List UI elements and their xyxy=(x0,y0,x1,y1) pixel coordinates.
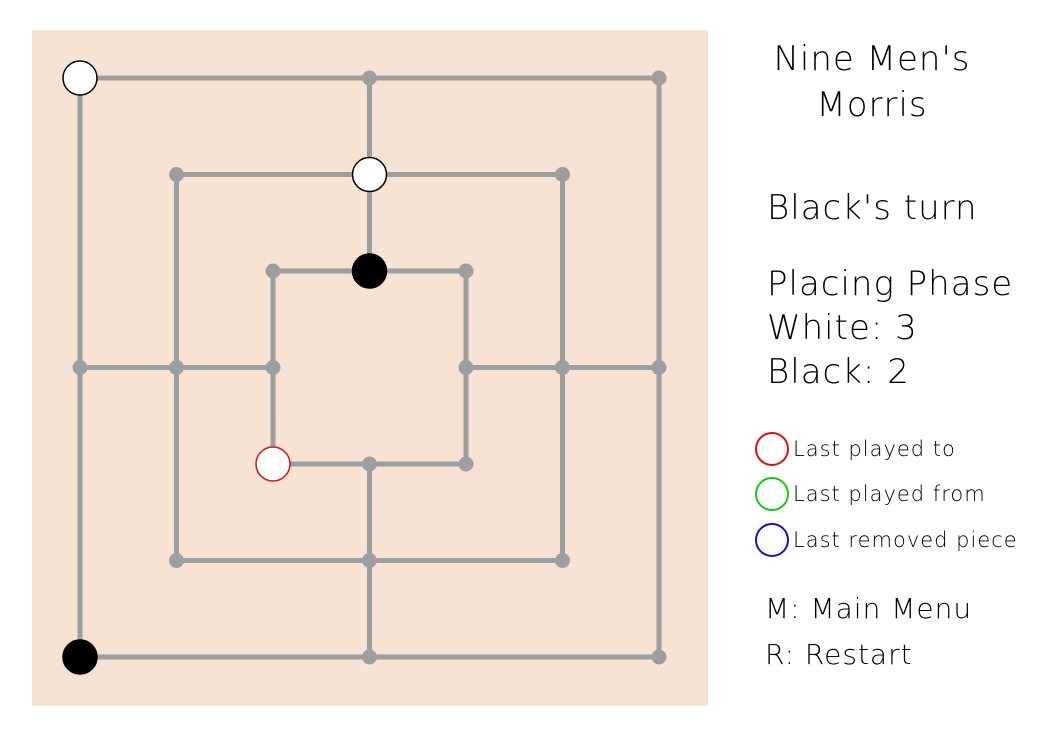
black-piece-d5[interactable] xyxy=(351,253,388,289)
board-point-c5[interactable] xyxy=(265,263,281,279)
board-point-d3[interactable] xyxy=(362,456,377,472)
board-point-b6[interactable] xyxy=(169,167,184,182)
restart-hint[interactable]: R: Restart xyxy=(765,638,913,671)
board-pieces[interactable] xyxy=(62,60,388,675)
board-point-e4[interactable] xyxy=(458,360,474,375)
board-point-e3[interactable] xyxy=(458,456,474,472)
board-point-c4[interactable] xyxy=(265,360,281,375)
board-point-e5[interactable] xyxy=(458,263,474,279)
board-point-g4[interactable] xyxy=(651,360,667,375)
board-point-f2[interactable] xyxy=(555,553,570,568)
legend-last-removed-piece: Last removed piece xyxy=(755,520,1018,560)
turn-indicator: Black's turn xyxy=(767,188,978,228)
red-ring-icon xyxy=(755,432,789,466)
title-line-1: Nine Men's xyxy=(773,39,971,79)
green-ring-icon xyxy=(755,477,789,511)
board-point-g1[interactable] xyxy=(651,649,667,665)
board-point-d7[interactable] xyxy=(362,70,377,86)
game-board xyxy=(32,30,708,706)
board-point-b4[interactable] xyxy=(169,360,184,375)
legend-label: Last played to xyxy=(793,437,956,461)
black-piece-a1[interactable] xyxy=(62,639,98,675)
blue-ring-icon xyxy=(755,523,789,557)
board-point-f6[interactable] xyxy=(555,167,570,182)
board-point-b2[interactable] xyxy=(169,553,184,568)
board-point-g7[interactable] xyxy=(651,70,667,86)
board-point-f4[interactable] xyxy=(555,360,570,375)
board-svg xyxy=(32,30,708,706)
white-piece-c3[interactable] xyxy=(255,446,291,482)
legend-label: Last played from xyxy=(793,482,986,506)
white-count: White: 3 xyxy=(767,308,918,348)
white-piece-d6[interactable] xyxy=(351,156,388,193)
title-line-2: Morris xyxy=(816,85,928,125)
main-menu-hint[interactable]: M: Main Menu xyxy=(765,592,973,625)
board-point-d1[interactable] xyxy=(362,649,377,665)
phase-panel: Placing Phase White: 3 Black: 2 xyxy=(767,262,1013,394)
black-count: Black: 2 xyxy=(767,352,910,392)
white-piece-a7[interactable] xyxy=(62,60,98,96)
game-title: Nine Men's Morris xyxy=(767,36,977,128)
legend-last-played-to: Last played to xyxy=(755,429,956,469)
phase-label: Placing Phase xyxy=(767,264,1014,304)
legend-last-played-from: Last played from xyxy=(755,474,986,514)
board-point-d2[interactable] xyxy=(362,553,377,568)
board-point-a4[interactable] xyxy=(72,360,88,375)
legend-label: Last removed piece xyxy=(793,528,1018,552)
